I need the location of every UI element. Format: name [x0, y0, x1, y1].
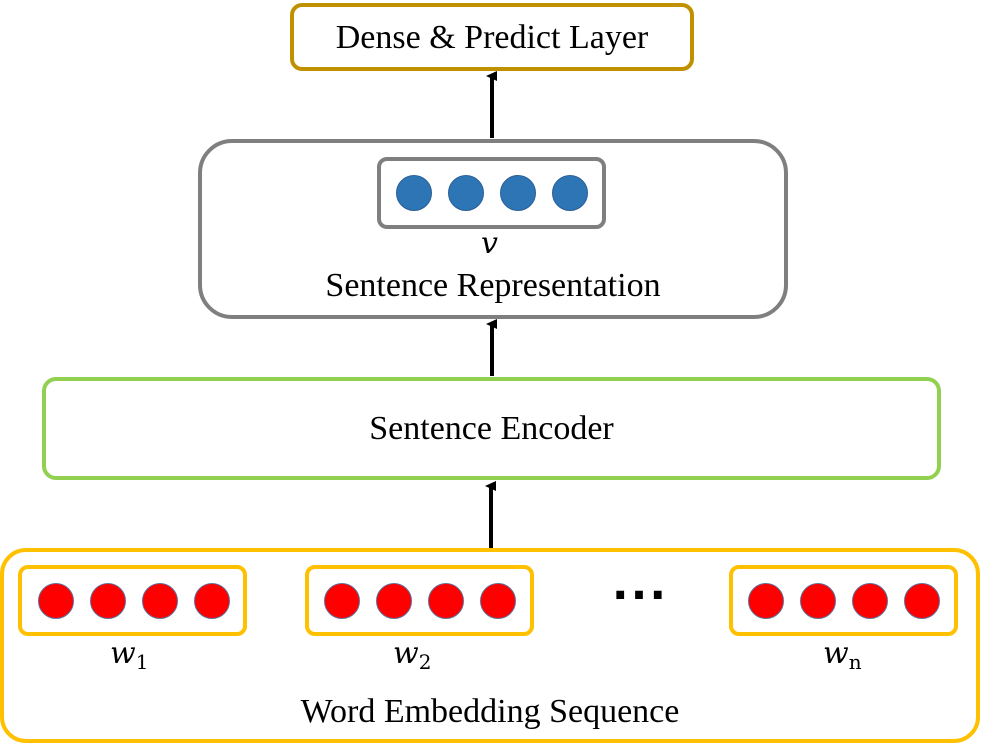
sentence-encoder-box: [42, 377, 941, 480]
word-2-dot-4: [480, 583, 516, 619]
word-embedding-sequence-label: Word Embedding Sequence: [300, 693, 680, 730]
sentence-encoder-label: Sentence Encoder: [369, 410, 614, 447]
word-n-dot-4: [904, 583, 940, 619]
word-1-dot-4: [194, 583, 230, 619]
word-1-dot-3: [142, 583, 178, 619]
sentence-vector-name: v: [481, 226, 498, 261]
dense-predict-layer-box: [290, 3, 694, 71]
word-label-1: w1: [110, 636, 149, 674]
word-label-n: wn: [823, 636, 862, 674]
sentence-vector-dot-4: [552, 175, 588, 211]
sentence-vector-dot-3: [500, 175, 536, 211]
word-label-2: w2: [393, 636, 432, 674]
sentence-representation-label: Sentence Representation: [325, 267, 661, 304]
word-n-dot-2: [800, 583, 836, 619]
word-2-dot-1: [324, 583, 360, 619]
word-2-dot-3: [428, 583, 464, 619]
word-n-dot-3: [852, 583, 888, 619]
word-2-dot-2: [376, 583, 412, 619]
sentence-vector-dot-1: [396, 175, 432, 211]
word-1-dot-1: [38, 583, 74, 619]
dense-predict-layer-label: Dense & Predict Layer: [335, 19, 649, 56]
word-1-dot-2: [90, 583, 126, 619]
word-n-dot-1: [748, 583, 784, 619]
sentence-vector-dot-2: [448, 175, 484, 211]
ellipsis: ···: [611, 570, 669, 621]
